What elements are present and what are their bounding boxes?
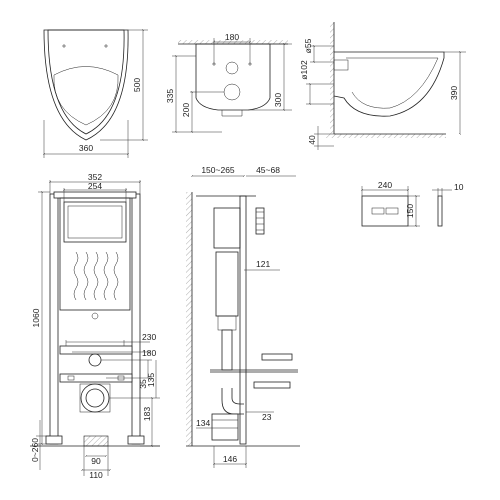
dim-side-40: 40 [307, 135, 317, 145]
bowl-front-view: 180 335 200 300 [165, 32, 292, 134]
dim-plate-150: 150 [405, 204, 415, 218]
dim-frame-135: 135 [146, 373, 156, 387]
flush-plate-view: 240 150 10 [360, 180, 464, 228]
dim-section-134: 134 [196, 418, 210, 428]
dim-front-200: 200 [181, 103, 191, 117]
dim-section-depth: 150~265 [201, 165, 235, 175]
dim-frame-352: 352 [88, 172, 102, 182]
dim-plate-10: 10 [454, 182, 464, 192]
dim-frame-254: 254 [88, 181, 102, 191]
dim-frame-110: 110 [89, 470, 103, 480]
bowl-top-view: 500 360 [42, 28, 148, 158]
dim-frame-90: 90 [91, 456, 101, 466]
dim-front-300: 300 [273, 93, 283, 107]
dim-frame-35: 35 [138, 379, 148, 389]
dim-section-d2: 45~68 [256, 165, 280, 175]
dim-bowl-length: 500 [132, 78, 142, 92]
dim-frame-230: 230 [142, 332, 156, 342]
dim-section-121: 121 [256, 259, 270, 269]
dim-frame-180: 180 [142, 348, 156, 358]
dim-front-180: 180 [225, 32, 239, 42]
dim-bowl-width: 360 [79, 143, 93, 153]
dim-section-23: 23 [262, 412, 272, 422]
frame-side-section: 150~265 45~68 121 134 23 146 [186, 165, 300, 468]
dim-front-335: 335 [165, 89, 175, 103]
dim-side-d55: ø55 [303, 38, 313, 53]
dim-side-d102: ø102 [299, 60, 309, 80]
dim-frame-adj: 0~260 [30, 438, 40, 462]
dim-side-390: 390 [449, 86, 459, 100]
dim-frame-183: 183 [142, 407, 152, 421]
bowl-side-view: ø55 ø102 390 40 [299, 22, 466, 150]
frame-front-view: 352 254 1060 0~260 230 180 35 135 183 [30, 172, 160, 480]
dim-section-146: 146 [223, 454, 237, 464]
dim-frame-1060: 1060 [31, 308, 41, 327]
dim-plate-240: 240 [378, 180, 392, 190]
